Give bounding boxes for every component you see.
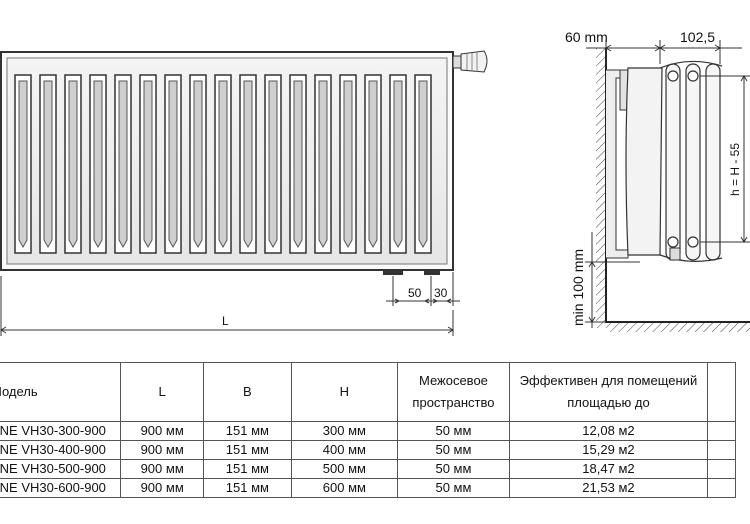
header-b: B — [203, 362, 292, 422]
header-area-line2: площадью до — [567, 395, 650, 410]
bottom-connection-right — [424, 269, 440, 275]
connection-dimensions — [386, 272, 460, 306]
cell-b: 151 мм — [203, 459, 292, 479]
header-gap-line1: Межосевое — [418, 373, 488, 388]
wall-gap-label: 60 mm — [565, 29, 608, 45]
radiator-fin-inner — [18, 80, 28, 249]
radiator-fin-inner — [193, 80, 203, 249]
table-header-row: Модель L B H Межосевое пространство Эффе… — [0, 362, 736, 422]
min-floor-label: min 100 mm — [570, 249, 586, 326]
header-gap-line2: пространство — [412, 395, 495, 410]
depth-label: 102,5 — [680, 29, 715, 45]
valve-head-icon — [452, 50, 488, 73]
header-area: Эффективен для помещений площадью до — [508, 362, 709, 422]
radiator-front-view — [0, 50, 488, 275]
cell-extra — [707, 459, 736, 479]
radiator-fin-inner — [218, 80, 228, 249]
radiator-fin-inner — [393, 80, 403, 249]
cell-b: 151 мм — [203, 421, 292, 441]
cell-b: 151 мм — [203, 478, 292, 498]
cell-extra — [707, 421, 736, 441]
radiator-fin-inner — [418, 80, 428, 249]
length-dimension — [0, 276, 454, 336]
cell-model: ENE VH30-600-900 — [0, 478, 122, 498]
radiator-side-view — [596, 48, 750, 332]
cell-extra — [707, 440, 736, 460]
cell-area: 12,08 м2 — [508, 421, 709, 441]
cell-area: 15,29 м2 — [508, 440, 709, 460]
radiator-fin-inner — [168, 80, 178, 249]
cell-gap: 50 мм — [397, 440, 510, 460]
header-area-line1: Эффективен для помещений — [519, 373, 698, 388]
cell-b: 151 мм — [203, 440, 292, 460]
side-top-dimensions — [586, 40, 742, 64]
dim-30-label: 30 — [434, 286, 448, 300]
cell-h: 600 мм — [290, 478, 399, 498]
cell-gap: 50 мм — [397, 459, 510, 479]
specification-table: Модель L B H Межосевое пространство Эффе… — [0, 362, 736, 498]
radiator-fin-inner — [368, 80, 378, 249]
header-h: H — [290, 362, 399, 422]
axis-height-dimension — [700, 75, 750, 243]
cell-l: 900 мм — [120, 459, 205, 479]
cell-l: 900 мм — [120, 478, 205, 498]
bottom-connection-left — [383, 269, 403, 275]
radiator-fin-inner — [43, 80, 53, 249]
header-gap: Межосевое пространство — [397, 362, 510, 422]
axis-height-label: h = H - 55 — [728, 143, 742, 196]
radiator-fin-inner — [293, 80, 303, 249]
cell-l: 900 мм — [120, 421, 205, 441]
radiator-fin-inner — [343, 80, 353, 249]
header-model: Модель — [0, 362, 122, 422]
cell-model: ENE VH30-400-900 — [0, 440, 122, 460]
convector-body — [625, 67, 663, 256]
radiator-fins — [14, 74, 432, 254]
radiator-fin-inner — [93, 80, 103, 249]
cell-gap: 50 мм — [397, 478, 510, 498]
dim-50-label: 50 — [408, 286, 422, 300]
header-l: L — [120, 362, 205, 422]
radiator-fin-inner — [118, 80, 128, 249]
cell-h: 300 мм — [290, 421, 399, 441]
cell-model: ENE VH30-500-900 — [0, 459, 122, 479]
radiator-fin-inner — [143, 80, 153, 249]
radiator-fin-inner — [318, 80, 328, 249]
floor-hatch — [606, 322, 750, 332]
cell-area: 18,47 м2 — [508, 459, 709, 479]
cell-gap: 50 мм — [397, 421, 510, 441]
length-label: L — [222, 314, 229, 328]
header-extra — [707, 362, 736, 422]
cell-area: 21,53 м2 — [508, 478, 709, 498]
radiator-fin-inner — [268, 80, 278, 249]
cell-model: ENE VH30-300-900 — [0, 421, 122, 441]
radiator-technical-drawing: 50 30 L — [0, 29, 750, 336]
cell-h: 500 мм — [290, 459, 399, 479]
cell-l: 900 мм — [120, 440, 205, 460]
floor-clearance-dimension — [585, 232, 640, 328]
radiator-fin-inner — [243, 80, 253, 249]
cell-extra — [707, 478, 736, 498]
radiator-fin-inner — [68, 80, 78, 249]
wall-hatch — [596, 48, 606, 328]
cell-h: 400 мм — [290, 440, 399, 460]
